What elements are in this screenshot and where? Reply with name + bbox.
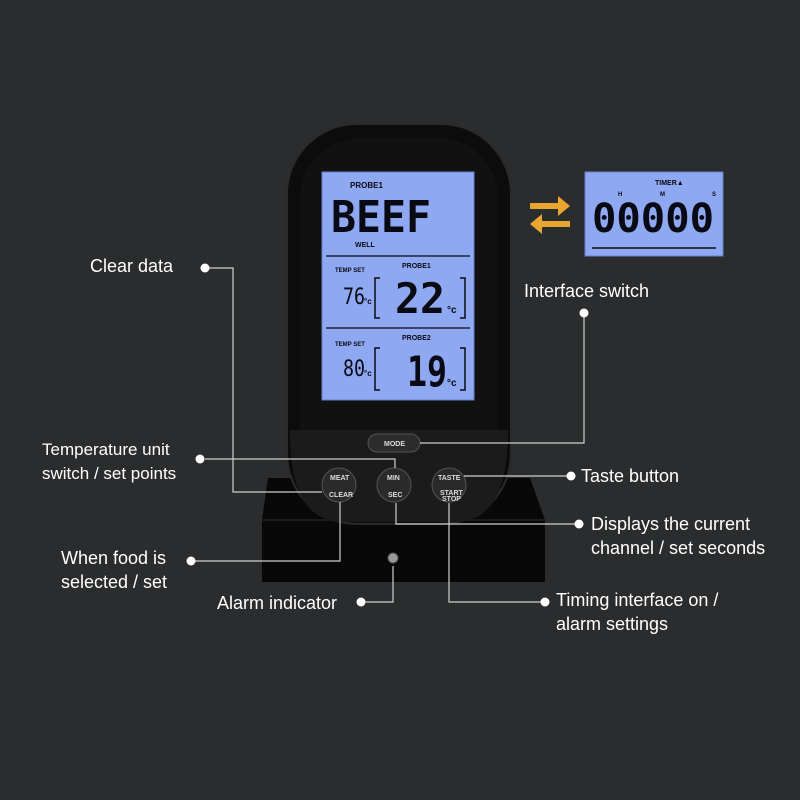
min-sec-button[interactable]: MIN SEC <box>376 467 412 503</box>
timer-digits: 00000 <box>592 196 714 242</box>
alarm-indicator-led <box>387 552 399 564</box>
temp-set-label-2: TEMP SET <box>335 342 365 348</box>
temp-set-label-1: TEMP SET <box>335 268 365 274</box>
callout-taste-button: Taste button <box>581 466 680 486</box>
timer-h: H <box>618 192 622 198</box>
callout-temperature-unit-line1: Temperature unit <box>42 440 170 459</box>
current-temp-2: 19 <box>407 347 447 396</box>
callout-timing-line1: Timing interface on / <box>556 590 719 610</box>
unit-1a: °c <box>364 297 372 306</box>
svg-text:TASTE: TASTE <box>438 475 461 482</box>
probe1-label: PROBE1 <box>402 263 431 270</box>
taste-start-stop-button[interactable]: TASTE START STOP <box>431 467 467 503</box>
callout-temperature-unit-line2: switch / set points <box>42 464 177 483</box>
probe-header-text: PROBE1 <box>350 181 383 190</box>
callout-dots <box>186 263 589 607</box>
callout-food-line1: When food is <box>61 548 167 568</box>
set-temp-1: 76 <box>343 285 365 310</box>
svg-text:MIN: MIN <box>387 475 400 482</box>
callout-food-line2: selected / set <box>61 572 168 592</box>
svg-text:START: START <box>440 490 464 497</box>
svg-text:MODE: MODE <box>384 441 405 448</box>
unit-1b: °c <box>447 305 457 316</box>
callout-temperature-unit: Temperature unit switch / set points <box>42 438 176 486</box>
svg-text:SEC: SEC <box>388 492 402 499</box>
callout-interface-switch: Interface switch <box>524 281 650 301</box>
timer-s: S <box>712 192 716 198</box>
callout-timing-line2: alarm settings <box>556 614 669 634</box>
timer-title: TIMER▲ <box>655 180 684 187</box>
switch-arrows-icon <box>530 196 570 234</box>
callout-displays-line1: Displays the current <box>591 514 751 534</box>
callout-leaders <box>193 267 585 603</box>
callout-clear-data: Clear data <box>90 256 174 276</box>
callout-timing-interface: Timing interface on / alarm settings <box>556 588 718 636</box>
main-lcd: PROBE1 BEEF WELL TEMP SET PROBE1 76 °c 2… <box>321 171 475 401</box>
unit-2b: °c <box>447 378 457 389</box>
callout-food-selected: When food is selected / set <box>61 546 167 594</box>
mode-button[interactable]: MODE <box>367 433 421 453</box>
food-text: BEEF <box>331 192 431 243</box>
unit-2a: °c <box>364 369 372 378</box>
probe2-label: PROBE2 <box>402 335 431 342</box>
current-temp-1: 22 <box>395 274 445 323</box>
meat-clear-button[interactable]: MEAT CLEAR <box>321 467 357 503</box>
doneness-text: WELL <box>355 242 376 249</box>
set-temp-2: 80 <box>343 357 365 382</box>
svg-text:STOP: STOP <box>442 496 461 503</box>
timer-lcd: TIMER▲ H M S 00000 <box>584 171 724 257</box>
callout-displays-line2: channel / set seconds <box>591 538 766 558</box>
svg-text:MEAT: MEAT <box>330 475 350 482</box>
timer-m: M <box>660 192 665 198</box>
callout-displays-channel: Displays the current channel / set secon… <box>591 512 765 560</box>
callout-alarm-indicator: Alarm indicator <box>217 593 338 613</box>
svg-text:CLEAR: CLEAR <box>329 492 353 499</box>
